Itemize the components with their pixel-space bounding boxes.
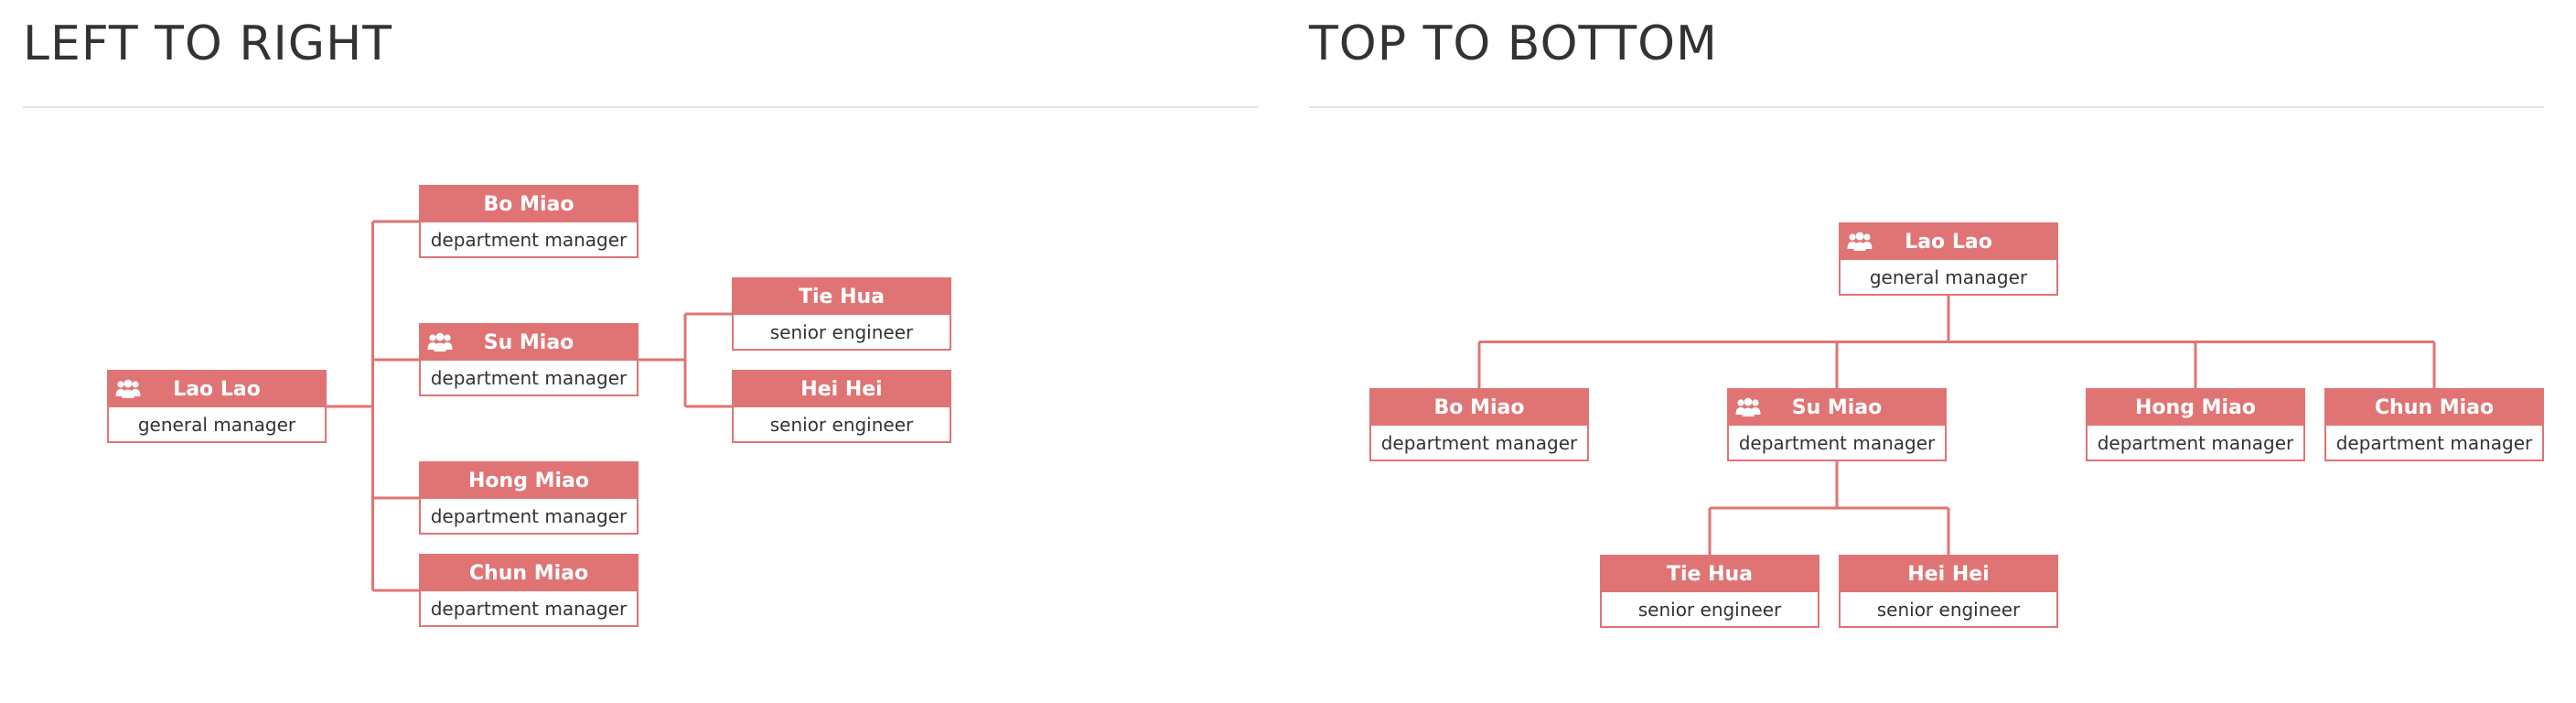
org-node-bo-miao: Bo Miao department manager bbox=[1369, 388, 1589, 461]
node-header: Tie Hua bbox=[1602, 557, 1818, 592]
node-role: department manager bbox=[430, 597, 628, 620]
node-name: Hei Hei bbox=[800, 378, 883, 401]
org-chart-left-to-right: Lao Lao general manager Bo Miao department … bbox=[23, 0, 1258, 703]
node-header: Lao Lao bbox=[1841, 224, 2056, 260]
node-role: department manager bbox=[1380, 431, 1578, 454]
group-icon bbox=[115, 379, 141, 398]
node-header: Bo Miao bbox=[1371, 390, 1587, 426]
node-role: department manager bbox=[2335, 431, 2533, 454]
node-header: Su Miao bbox=[421, 325, 637, 361]
node-role: senior engineer bbox=[1876, 598, 2021, 621]
node-role: department manager bbox=[430, 228, 628, 251]
node-name: Lao Lao bbox=[1905, 231, 1992, 254]
node-name: Bo Miao bbox=[483, 193, 574, 216]
node-role: general manager bbox=[1869, 265, 2028, 288]
left-to-right-panel: LEFT TO RIGHT Lao Lao general manager Bo M… bbox=[23, 0, 1258, 703]
node-name: Bo Miao bbox=[1433, 396, 1525, 419]
node-name: Tie Hua bbox=[798, 286, 886, 308]
org-node-hei-hei: Hei Hei senior engineer bbox=[1839, 555, 2058, 628]
divider bbox=[1309, 106, 2544, 108]
node-role: senior engineer bbox=[769, 320, 914, 343]
org-node-tie-hua: Tie Hua senior engineer bbox=[732, 277, 951, 351]
node-name: Lao Lao bbox=[173, 378, 261, 401]
node-role: senior engineer bbox=[769, 413, 914, 436]
org-node-hong-miao: Hong Miao department manager bbox=[2086, 388, 2305, 461]
node-header: Tie Hua bbox=[734, 279, 950, 315]
connector-lines bbox=[327, 220, 732, 592]
node-header: Lao Lao bbox=[109, 372, 325, 407]
org-node-bo-miao: Bo Miao department manager bbox=[419, 185, 639, 258]
node-name: Hong Miao bbox=[2135, 396, 2256, 419]
node-header: Hong Miao bbox=[2088, 390, 2303, 426]
node-role: department manager bbox=[2097, 431, 2294, 454]
org-node-chun-miao: Chun Miao department manager bbox=[2324, 388, 2544, 461]
node-role: department manager bbox=[430, 366, 628, 389]
node-header: Hong Miao bbox=[421, 463, 637, 499]
org-node-su-miao: Su Miao department manager bbox=[1727, 388, 1947, 461]
org-node-hei-hei: Hei Hei senior engineer bbox=[732, 370, 951, 443]
org-node-lao-lao: Lao Lao general manager bbox=[107, 370, 327, 443]
org-node-chun-miao: Chun Miao department manager bbox=[419, 554, 639, 627]
node-header: Chun Miao bbox=[2326, 390, 2542, 426]
node-header: Su Miao bbox=[1729, 390, 1945, 426]
node-name: Hong Miao bbox=[468, 470, 589, 492]
panel-title: LEFT TO RIGHT bbox=[23, 16, 392, 71]
group-icon bbox=[1847, 232, 1873, 251]
node-name: Chun Miao bbox=[2374, 396, 2495, 419]
divider bbox=[23, 106, 1258, 108]
org-node-lao-lao: Lao Lao general manager bbox=[1839, 222, 2058, 296]
org-chart-top-to-bottom: Lao Lao general manager Bo Miao department … bbox=[1309, 0, 2544, 703]
node-name: Su Miao bbox=[1791, 396, 1883, 419]
node-header: Hei Hei bbox=[1841, 557, 2056, 592]
node-name: Tie Hua bbox=[1666, 563, 1754, 586]
org-node-hong-miao: Hong Miao department manager bbox=[419, 461, 639, 535]
node-header: Bo Miao bbox=[421, 187, 637, 222]
node-name: Su Miao bbox=[483, 331, 574, 354]
node-header: Hei Hei bbox=[734, 372, 950, 407]
node-role: department manager bbox=[1738, 431, 1936, 454]
node-name: Hei Hei bbox=[1907, 563, 1990, 586]
panel-title: TOP TO BOTTOM bbox=[1309, 16, 1718, 71]
group-icon bbox=[1735, 397, 1761, 416]
org-node-tie-hua: Tie Hua senior engineer bbox=[1600, 555, 1819, 628]
group-icon bbox=[427, 332, 453, 352]
node-role: general manager bbox=[137, 413, 296, 436]
node-header: Chun Miao bbox=[421, 556, 637, 591]
node-role: senior engineer bbox=[1637, 598, 1782, 621]
node-name: Chun Miao bbox=[468, 562, 589, 585]
top-to-bottom-panel: TOP TO BOTTOM Lao Lao general manager Bo M… bbox=[1309, 0, 2544, 703]
org-node-su-miao: Su Miao department manager bbox=[419, 323, 639, 396]
node-role: department manager bbox=[430, 504, 628, 527]
